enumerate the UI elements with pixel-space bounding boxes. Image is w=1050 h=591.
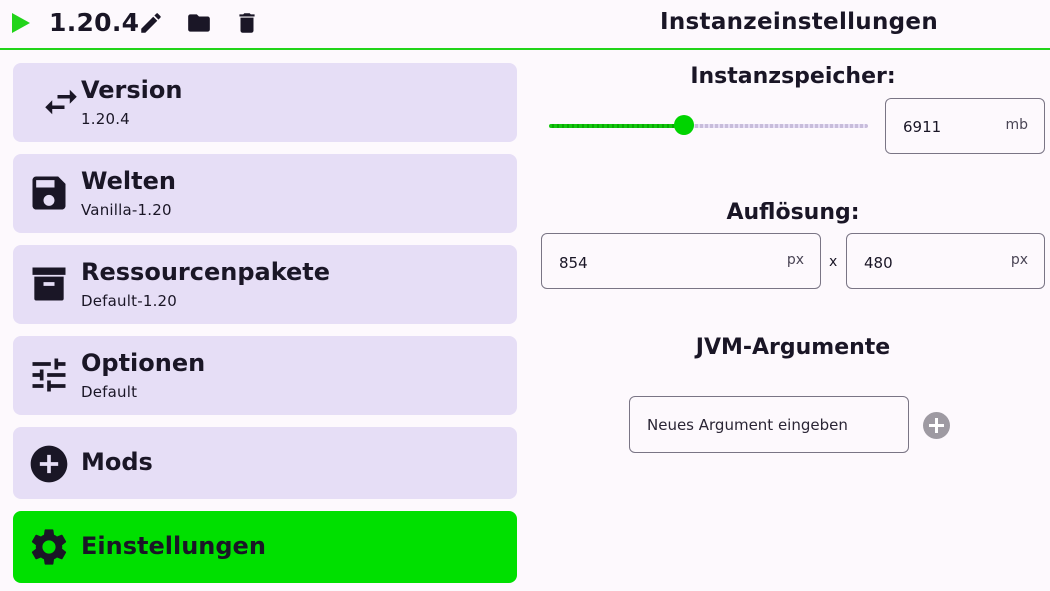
memory-input[interactable]: 6911 mb <box>885 98 1045 154</box>
play-icon[interactable] <box>10 11 32 35</box>
sidebar-item-version[interactable]: Version 1.20.4 <box>13 63 517 142</box>
memory-slider-thumb[interactable] <box>674 115 694 135</box>
resolution-width-value: 854 <box>559 254 588 272</box>
jvm-argument-placeholder: Neues Argument eingeben <box>647 416 848 434</box>
top-bar: 1.20.4 Instanzeinstellungen <box>0 0 1050 50</box>
pencil-icon[interactable] <box>138 10 164 36</box>
sidebar-item-title: Einstellungen <box>81 532 266 560</box>
memory-label: Instanzspeicher: <box>690 64 896 89</box>
resolution-height-input[interactable]: 480 px <box>846 233 1045 289</box>
memory-unit: mb <box>1005 117 1028 133</box>
folder-icon[interactable] <box>186 10 212 36</box>
sidebar-item-subtitle: Default <box>81 383 138 401</box>
plus-circle-icon <box>30 445 68 483</box>
instance-version: 1.20.4 <box>49 8 140 37</box>
resolution-label: Auflösung: <box>726 200 860 225</box>
jvm-argument-input[interactable]: Neues Argument eingeben <box>629 396 909 453</box>
sidebar-item-mods[interactable]: Mods <box>13 427 517 499</box>
memory-value: 6911 <box>903 118 942 136</box>
floppy-disk-icon <box>32 176 66 210</box>
resolution-width-unit: px <box>786 252 804 268</box>
sidebar-item-title: Welten <box>81 167 176 195</box>
resolution-separator: x <box>829 254 838 270</box>
sidebar-item-subtitle: 1.20.4 <box>81 110 130 128</box>
sliders-icon <box>32 358 66 392</box>
resolution-height-unit: px <box>1010 252 1028 268</box>
sidebar-item-title: Version <box>81 76 183 104</box>
sidebar-item-subtitle: Default-1.20 <box>81 292 178 310</box>
sidebar-item-worlds[interactable]: Welten Vanilla-1.20 <box>13 154 517 233</box>
sidebar-item-title: Mods <box>81 448 153 476</box>
add-argument-button[interactable] <box>923 412 950 439</box>
memory-slider-track-filled[interactable] <box>549 124 685 128</box>
gear-icon <box>31 529 67 565</box>
swap-arrows-icon <box>45 89 77 115</box>
sidebar-item-options[interactable]: Optionen Default <box>13 336 517 415</box>
archive-icon <box>32 267 66 301</box>
sidebar-item-title: Optionen <box>81 349 206 377</box>
memory-slider-track[interactable] <box>685 124 868 128</box>
jvm-label: JVM-Argumente <box>695 335 891 360</box>
sidebar-item-settings[interactable]: Einstellungen <box>13 511 517 583</box>
sidebar-item-subtitle: Vanilla-1.20 <box>81 201 172 219</box>
resolution-width-input[interactable]: 854 px <box>541 233 821 289</box>
sidebar-item-title: Ressourcenpakete <box>81 258 331 286</box>
sidebar-item-resourcepacks[interactable]: Ressourcenpakete Default-1.20 <box>13 245 517 324</box>
page-title: Instanzeinstellungen <box>660 9 938 35</box>
resolution-height-value: 480 <box>864 254 893 272</box>
trash-icon[interactable] <box>234 10 260 36</box>
